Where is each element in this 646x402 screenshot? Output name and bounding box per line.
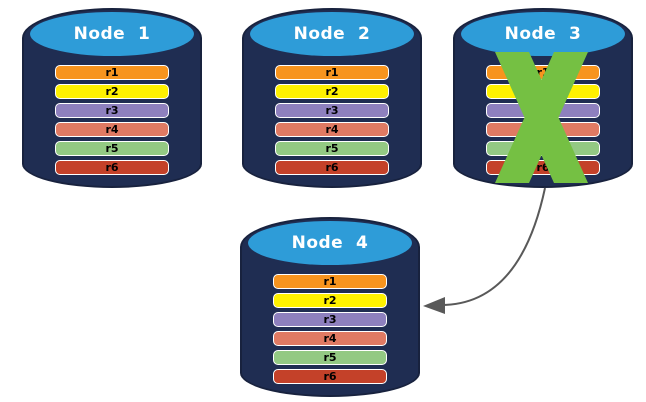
- node-2: Node 2 r1 r2 r3 r4 r5 r6: [242, 8, 422, 188]
- replica-label: r6: [325, 161, 339, 174]
- replica-label: r5: [325, 142, 339, 155]
- replica-label: r2: [325, 85, 339, 98]
- replica-bar-r6: r6: [275, 160, 389, 175]
- replica-bar-r4: r4: [273, 331, 387, 346]
- replica-label: r4: [325, 123, 339, 136]
- replica-bar-r5: r5: [273, 350, 387, 365]
- replica-bars: r1 r2 r3 r4 r5 r6: [275, 65, 389, 175]
- replica-label: r4: [323, 332, 337, 345]
- replica-label: r1: [536, 66, 550, 79]
- replica-label: r5: [105, 142, 119, 155]
- node-label: Node 2: [293, 24, 371, 44]
- node-1: Node 1 r1 r2 r3 r4 r5 r6: [22, 8, 202, 188]
- node-label: Node 1: [73, 24, 151, 44]
- replica-bar-r3: r3: [55, 103, 169, 118]
- replica-label: r1: [325, 66, 339, 79]
- replica-bar-r1: r1: [55, 65, 169, 80]
- replica-label: r3: [105, 104, 119, 117]
- replica-bar-r3: r3: [275, 103, 389, 118]
- replica-bar-r4: r4: [275, 122, 389, 137]
- node-label: Node 4: [291, 233, 369, 253]
- replica-label: r5: [323, 351, 337, 364]
- replica-label: r3: [323, 313, 337, 326]
- replica-label: r6: [105, 161, 119, 174]
- replica-bar-r2: r2: [275, 84, 389, 99]
- replica-bar-r1: r1: [275, 65, 389, 80]
- replica-bars: r1 r2 r3 r4 r5 r6: [273, 274, 387, 384]
- cylinder-top: Node 2: [250, 12, 414, 56]
- replica-label: r2: [323, 294, 337, 307]
- node-4: Node 4 r1 r2 r3 r4 r5 r6: [240, 217, 420, 397]
- replica-bar-r4: r4: [55, 122, 169, 137]
- replica-label: r2: [105, 85, 119, 98]
- replica-bar-r6: r6: [55, 160, 169, 175]
- replica-label: r1: [105, 66, 119, 79]
- replica-label: r6: [536, 161, 550, 174]
- replica-bar-r1: r1: [273, 274, 387, 289]
- cylinder-top: Node 3: [461, 12, 625, 56]
- replica-bar-r3: r3: [273, 312, 387, 327]
- replica-label: r1: [323, 275, 337, 288]
- replica-bar-r2: r2: [55, 84, 169, 99]
- replica-bar-r6: r6: [273, 369, 387, 384]
- replica-bar-r5: r5: [55, 141, 169, 156]
- arrow-head-icon: [423, 297, 445, 314]
- cylinder-top: Node 4: [248, 221, 412, 265]
- replica-bar-r5: r5: [275, 141, 389, 156]
- cylinder-top: Node 1: [30, 12, 194, 56]
- arrow-curve: [440, 187, 546, 306]
- replica-label: r6: [323, 370, 337, 383]
- replica-bar-r2: r2: [273, 293, 387, 308]
- replica-bars: r1 r2 r3 r4 r5 r6: [55, 65, 169, 175]
- node-label: Node 3: [504, 24, 582, 44]
- failure-x-icon: [495, 52, 588, 183]
- replica-label: r3: [325, 104, 339, 117]
- replica-label: r4: [105, 123, 119, 136]
- x-shape: [495, 52, 588, 183]
- node-3: Node 3 r1 r2 r3 r4 r5 r6: [453, 8, 633, 188]
